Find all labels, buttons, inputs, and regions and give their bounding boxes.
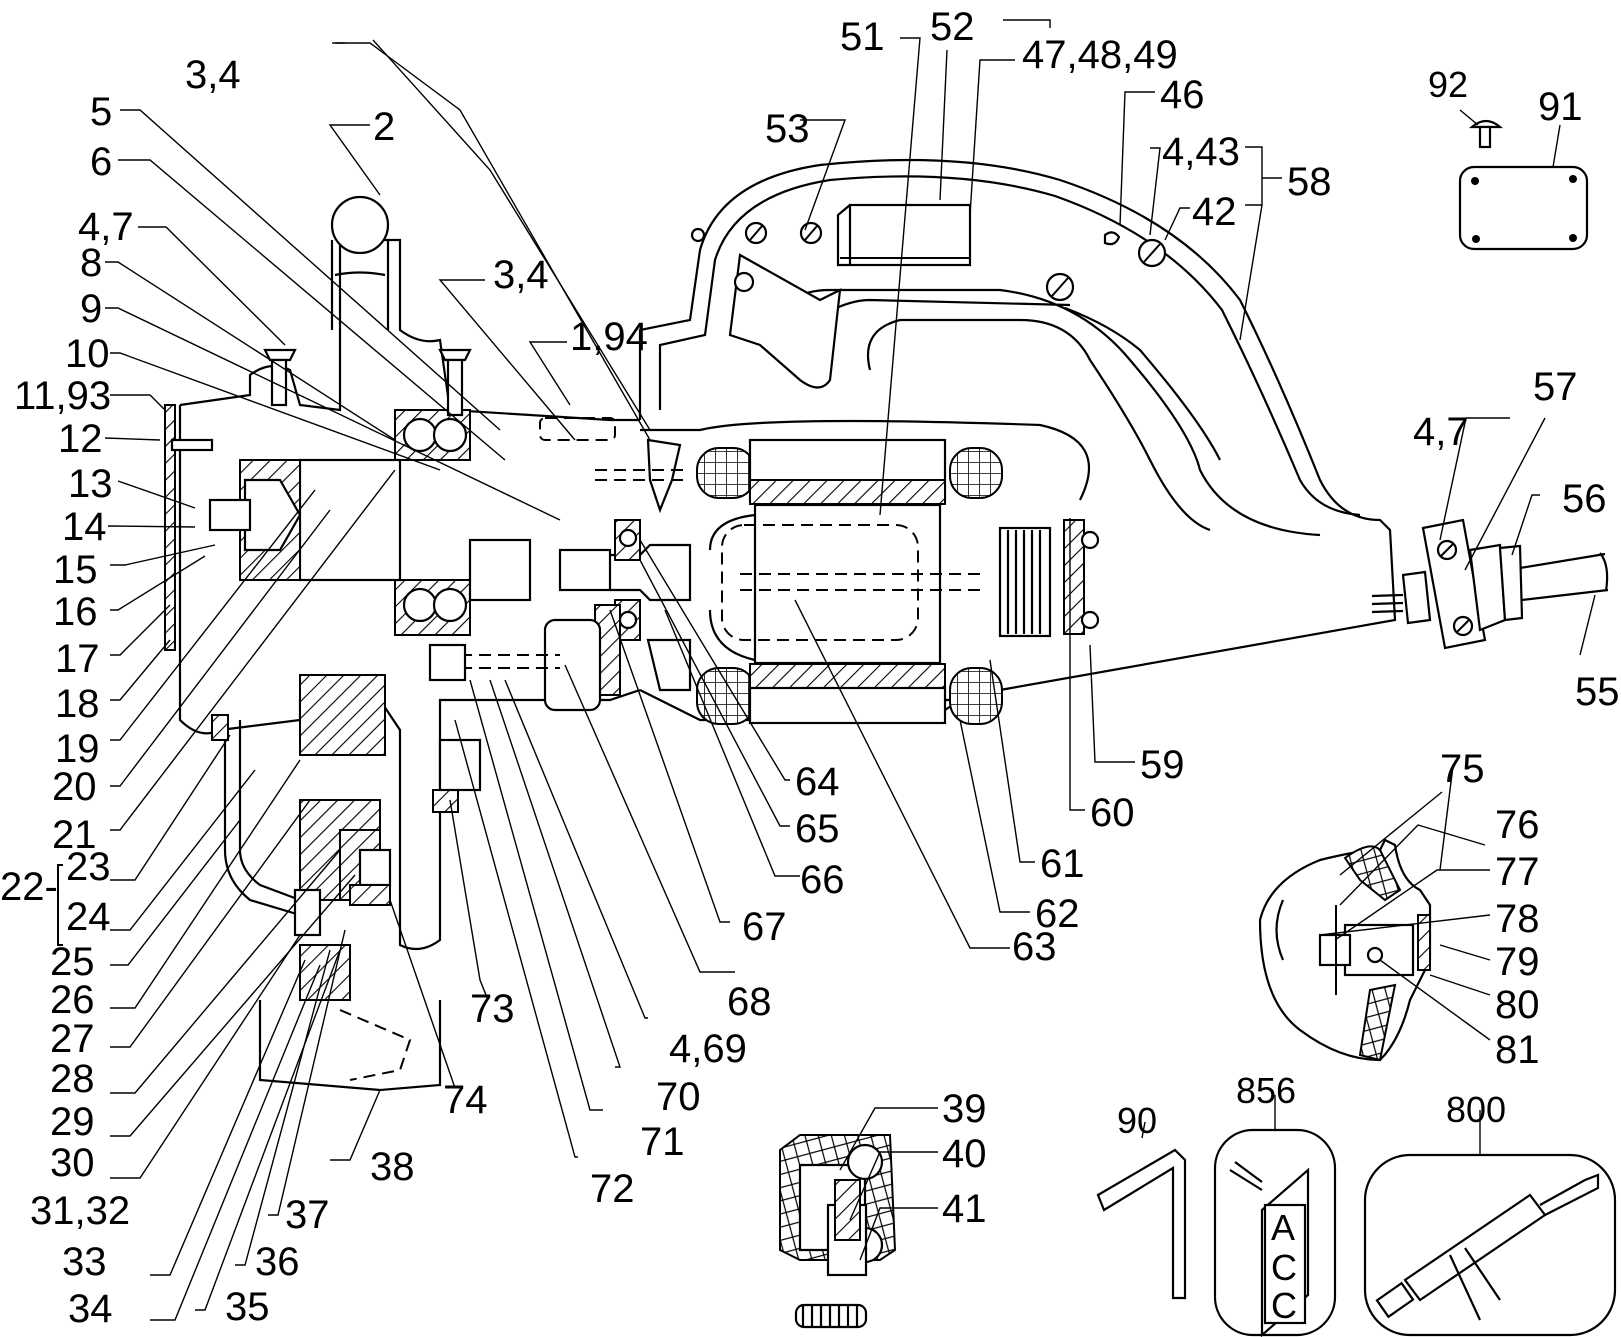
switch-52: [848, 203, 972, 267]
acc-letter-c2: C: [1271, 1285, 1297, 1326]
callout-27: 27: [50, 1017, 95, 1061]
acc-letter-a: A: [1271, 1207, 1295, 1248]
callout-800: 800: [1446, 1089, 1506, 1130]
callout-17: 17: [55, 637, 100, 681]
callout-61: 61: [1040, 842, 1085, 886]
callout-30: 30: [50, 1141, 95, 1185]
callout-76: 76: [1495, 803, 1540, 847]
callout-72: 72: [590, 1167, 635, 1211]
inset-brush-holder: [1258, 838, 1432, 1062]
callout-22: 22-: [0, 865, 58, 909]
callout-3-4-top: 3,4: [185, 53, 241, 97]
callout-70: 70: [656, 1075, 701, 1119]
callout-40: 40: [942, 1132, 987, 1176]
callout-47-48-49: 47,48,49: [1022, 33, 1178, 77]
callout-36: 36: [255, 1240, 300, 1284]
callout-4-7-left: 4,7: [78, 205, 134, 249]
callout-9: 9: [80, 287, 102, 331]
callout-3-4-mid: 3,4: [493, 253, 549, 297]
callout-53: 53: [765, 107, 810, 151]
callout-10: 10: [65, 332, 110, 376]
callout-56: 56: [1562, 477, 1607, 521]
handle-housing: [638, 158, 1397, 702]
callout-13: 13: [68, 462, 113, 506]
callout-60: 60: [1090, 791, 1135, 835]
callout-34: 34: [68, 1287, 113, 1331]
label-plate-91: [1458, 165, 1589, 251]
callout-28: 28: [50, 1057, 95, 1101]
callout-91: 91: [1538, 85, 1583, 129]
callout-35: 35: [225, 1285, 270, 1329]
callout-77: 77: [1495, 850, 1540, 894]
callout-62: 62: [1035, 892, 1080, 936]
callout-75: 75: [1440, 747, 1485, 791]
callout-4-43: 4,43: [1162, 130, 1240, 174]
callout-81: 81: [1495, 1028, 1540, 1072]
callout-52: 52: [930, 5, 975, 49]
callout-51: 51: [840, 15, 885, 59]
callout-8: 8: [80, 241, 102, 285]
callout-14: 14: [62, 505, 107, 549]
callout-6: 6: [90, 140, 112, 184]
callout-46: 46: [1160, 73, 1205, 117]
callout-37: 37: [285, 1193, 330, 1237]
callout-63: 63: [1012, 925, 1057, 969]
callout-80: 80: [1495, 983, 1540, 1027]
callout-68: 68: [727, 980, 772, 1024]
rivet-92: [1469, 119, 1503, 149]
callout-21: 21: [52, 813, 97, 857]
callout-4-7-right: 4,7: [1413, 410, 1469, 454]
callout-78: 78: [1495, 897, 1540, 941]
callout-20: 20: [52, 765, 97, 809]
bracket-22: [57, 864, 63, 946]
callout-labels: 2 3,4 5 6 4,7 8 9 10 11,93 12 13 14 15 1…: [0, 5, 1620, 1331]
callout-856: 856: [1236, 1070, 1296, 1111]
callout-24: 24: [66, 895, 111, 939]
callout-26: 26: [50, 978, 95, 1022]
callout-73: 73: [470, 987, 515, 1031]
cord-set: [1371, 518, 1609, 650]
gear-case: [164, 195, 692, 1092]
callout-74: 74: [443, 1078, 488, 1122]
callout-31-32: 31,32: [30, 1189, 130, 1233]
callout-55: 55: [1575, 670, 1620, 714]
accessory-card-856: A C C: [1213, 1128, 1337, 1337]
callout-15: 15: [53, 548, 98, 592]
callout-71: 71: [640, 1120, 685, 1164]
callout-11-93: 11,93: [14, 374, 111, 418]
acc-letter-c1: C: [1271, 1247, 1297, 1288]
callout-2: 2: [373, 105, 395, 149]
callout-66: 66: [800, 858, 845, 902]
inset-depth-adjust: [779, 1134, 897, 1329]
hex-key-90: [1096, 1148, 1187, 1300]
callout-16: 16: [53, 590, 98, 634]
callout-29: 29: [50, 1100, 95, 1144]
callout-18: 18: [55, 682, 100, 726]
callout-90: 90: [1117, 1100, 1157, 1141]
callout-1-94: 1,94: [570, 315, 648, 359]
callout-64: 64: [795, 760, 840, 804]
callout-4-69: 4,69: [669, 1027, 747, 1071]
callout-39: 39: [942, 1087, 987, 1131]
callout-65: 65: [795, 807, 840, 851]
callout-38: 38: [370, 1145, 415, 1189]
callout-58: 58: [1287, 160, 1332, 204]
callout-41: 41: [942, 1187, 987, 1231]
callout-33: 33: [62, 1240, 107, 1284]
callout-57: 57: [1533, 365, 1578, 409]
callout-42: 42: [1192, 190, 1237, 234]
callout-92: 92: [1428, 64, 1468, 105]
callout-12: 12: [58, 417, 103, 461]
wrench-kit-800: [1363, 1153, 1617, 1337]
callout-59: 59: [1140, 743, 1185, 787]
callout-5: 5: [90, 90, 112, 134]
motor-assembly: [639, 419, 1100, 725]
callout-79: 79: [1495, 940, 1540, 984]
leader-lines: [104, 19, 1596, 1321]
callout-67: 67: [742, 905, 787, 949]
callout-19: 19: [55, 727, 100, 771]
callout-25: 25: [50, 940, 95, 984]
callout-23: 23: [66, 845, 111, 889]
